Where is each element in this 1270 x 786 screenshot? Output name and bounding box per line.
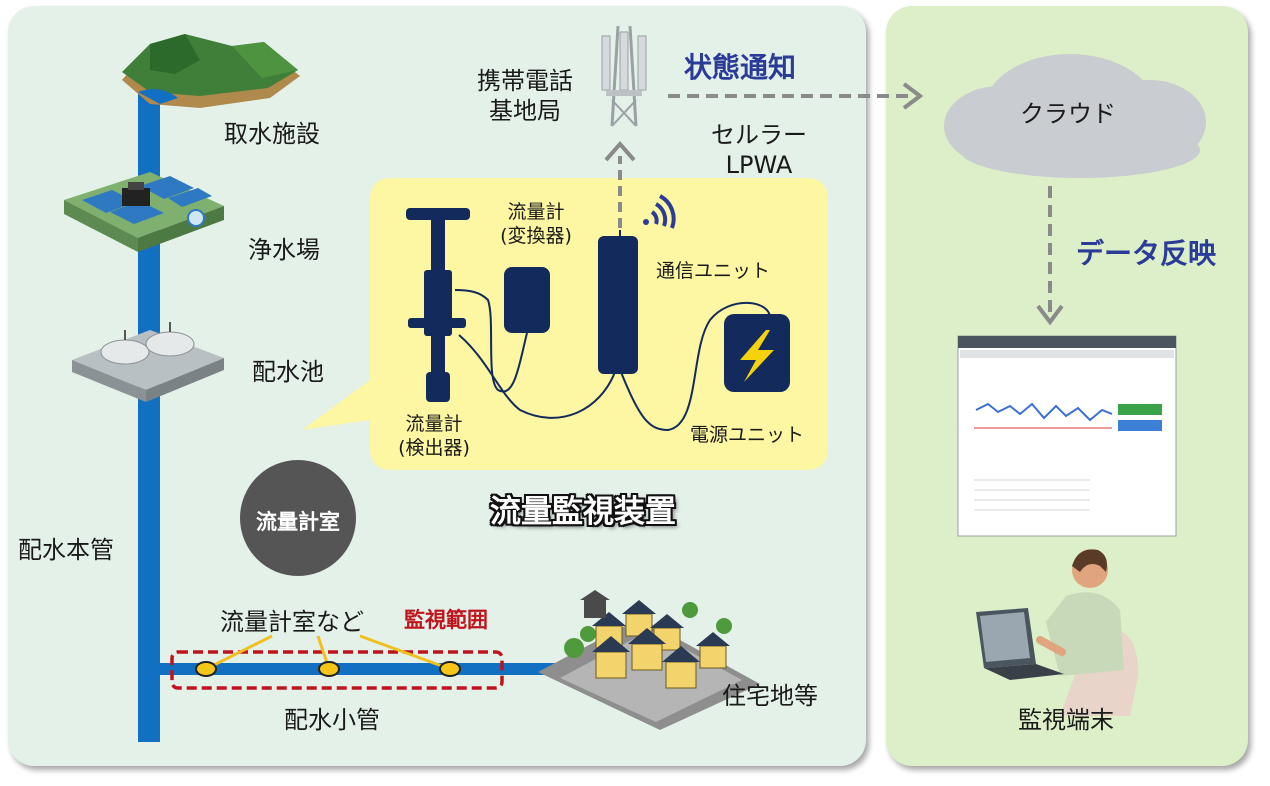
small-pipe-label: 配水小管 (284, 706, 380, 734)
residential-label: 住宅地等 (722, 682, 818, 710)
power-unit-label: 電源ユニット (690, 424, 805, 446)
small-pipe (160, 663, 580, 675)
comm-unit-box (598, 236, 638, 374)
data-reflect-arrow (1036, 186, 1064, 326)
status-notify-arrow (668, 82, 924, 110)
monitor-range-label: 監視範囲 (404, 608, 488, 632)
detector-label-line2: (検出器) (398, 437, 470, 459)
main-pipe-label: 配水本管 (18, 536, 114, 564)
cellular-label-line1: セルラー (711, 121, 807, 149)
flow-meter-detector-icon (406, 208, 470, 402)
uplink-arrow (604, 140, 636, 228)
cellular-label-line2: LPWA (725, 151, 793, 179)
converter-label-line1: 流量計 (507, 201, 565, 223)
data-reflect-label: データ反映 (1076, 237, 1217, 270)
house-cluster-icon (538, 590, 760, 730)
lightning-icon (740, 330, 774, 382)
converter-label-line2: (変換器) (500, 225, 572, 247)
meter-room-circle (240, 460, 356, 576)
meter-room-label: 流量計室 (256, 510, 340, 534)
monitor-screen-icon (957, 335, 1177, 537)
cellular-label: セルラー LPWA (694, 120, 824, 180)
converter-label: 流量計 (変換器) (486, 200, 586, 248)
device-title: 流量監視装置 (490, 494, 676, 530)
comm-unit-label: 通信ユニット (656, 260, 771, 282)
status-notify-label: 状態通知 (684, 51, 797, 84)
purification-label: 浄水場 (248, 236, 320, 264)
device-wires (454, 230, 771, 432)
main-pipe (138, 86, 160, 742)
detector-label: 流量計 (検出器) (384, 412, 484, 460)
monitor-range-box (170, 650, 504, 690)
reservoir-icon (72, 322, 224, 402)
base-station-label-line1: 携帯電話 (477, 67, 573, 95)
operator-person-icon (976, 549, 1139, 716)
cloud-label: クラウド (1020, 100, 1116, 128)
reservoir-label: 配水池 (252, 358, 324, 386)
purification-plant-icon (64, 172, 224, 252)
meter-rooms-etc-label: 流量計室など (220, 608, 364, 636)
cloud-icon (944, 54, 1206, 178)
intake-label: 取水施設 (224, 120, 320, 148)
antenna-tower-icon (601, 25, 647, 127)
mountain-icon (122, 34, 300, 108)
converter-box (504, 267, 550, 333)
base-station-label: 携帯電話 基地局 (470, 66, 580, 126)
wifi-signal-icon (643, 194, 676, 229)
terminal-label: 監視端末 (1018, 706, 1114, 734)
meter-point-markers (195, 661, 461, 677)
detector-label-line1: 流量計 (405, 413, 463, 435)
base-station-label-line2: 基地局 (489, 97, 561, 125)
